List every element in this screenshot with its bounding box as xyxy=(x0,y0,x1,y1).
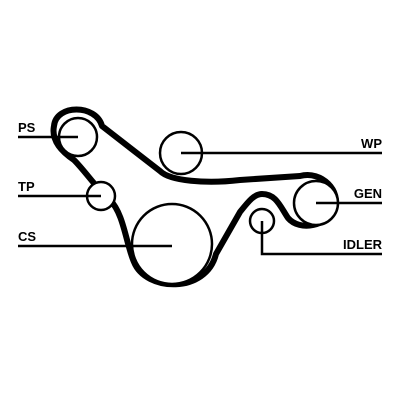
wp-label: WP xyxy=(361,136,382,151)
idler-leader-line xyxy=(260,221,382,256)
ps-label: PS xyxy=(18,120,36,135)
idler-label: IDLER xyxy=(343,237,383,252)
cs-label: CS xyxy=(18,229,36,244)
tp-label: TP xyxy=(18,179,35,194)
gen-label: GEN xyxy=(354,186,382,201)
crankshaft-pulley xyxy=(130,202,214,286)
